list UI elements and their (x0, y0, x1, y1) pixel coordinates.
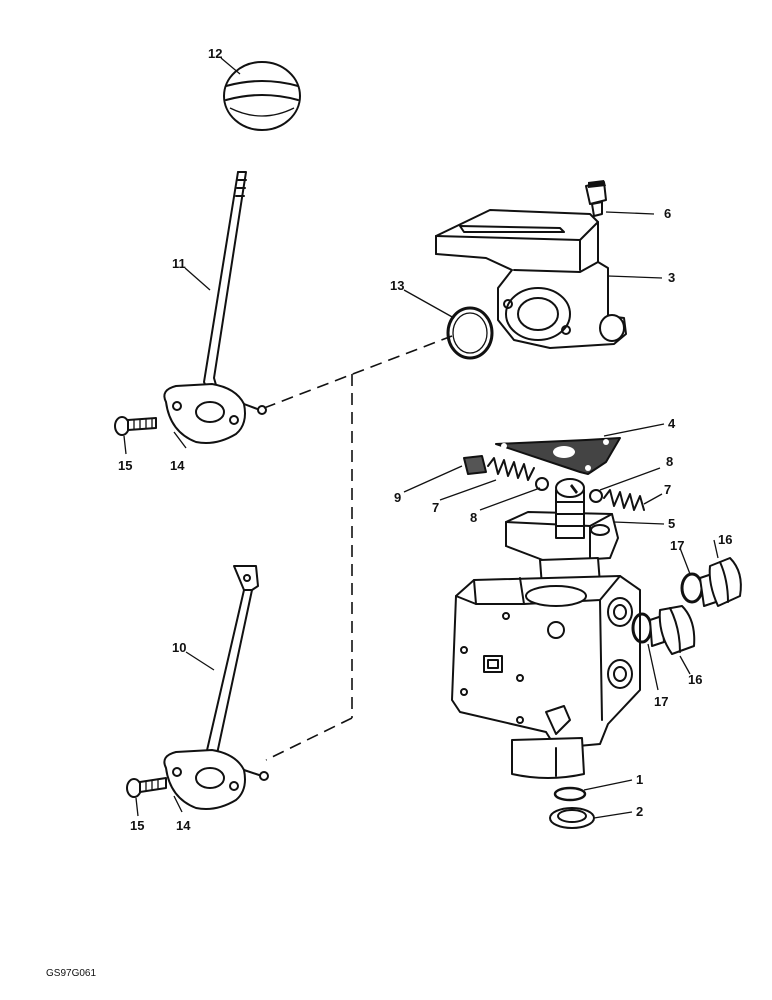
callout-8-left: 8 (470, 510, 477, 525)
valve-body (451, 557, 641, 779)
lever-part-11 (203, 171, 247, 397)
lever-part-10 (201, 565, 259, 773)
callout-12: 12 (208, 46, 222, 61)
o-ring-part-1 (553, 786, 587, 802)
callout-14-upper: 14 (170, 458, 185, 473)
callout-15-lower: 15 (130, 818, 144, 833)
housing-part-3 (435, 209, 627, 349)
screw-part-15-lower (126, 777, 167, 798)
ball-part-8-right (589, 489, 603, 503)
ball-part-8-left (535, 477, 549, 491)
detent-plate-part-5 (505, 478, 619, 563)
o-ring-part-17-upper (680, 572, 704, 604)
bracket-part-14-lower (163, 749, 269, 810)
callout-7-right: 7 (664, 482, 671, 497)
callout-15-upper: 15 (118, 458, 132, 473)
set-screw-part-9 (463, 455, 487, 475)
callout-9: 9 (394, 490, 401, 505)
spring-part-7-right (603, 489, 645, 511)
callout-1: 1 (636, 772, 643, 787)
seal-part-2 (549, 807, 595, 829)
callout-13: 13 (390, 278, 404, 293)
knob-part-12 (223, 61, 301, 131)
callout-4: 4 (668, 416, 676, 431)
callout-3: 3 (668, 270, 675, 285)
gasket-part-4 (495, 437, 621, 475)
callout-16-lower: 16 (688, 672, 702, 687)
screw-part-15-upper (114, 416, 157, 436)
callout-7-left: 7 (432, 500, 439, 515)
callout-10: 10 (172, 640, 186, 655)
reference-code: GS97G061 (46, 968, 96, 979)
bracket-part-14-upper (163, 383, 267, 444)
callout-labels: 12 11 6 3 13 15 14 4 8 9 7 7 8 5 16 17 1… (118, 46, 732, 833)
plug-part-16-upper (699, 557, 742, 607)
spring-part-7-left (487, 457, 535, 481)
callout-16-upper: 16 (718, 532, 732, 547)
callout-2: 2 (636, 804, 643, 819)
callout-14-lower: 14 (176, 818, 191, 833)
cap-screw-part-6 (585, 180, 607, 217)
callout-11: 11 (172, 256, 186, 271)
callout-8-right: 8 (666, 454, 673, 469)
alignment-dashes (263, 335, 453, 761)
callout-17-upper: 17 (670, 538, 684, 553)
callout-6: 6 (664, 206, 671, 221)
leader-lines (123, 57, 719, 819)
callout-5: 5 (668, 516, 675, 531)
callout-17-lower: 17 (654, 694, 668, 709)
plug-part-16-lower (649, 605, 696, 655)
o-ring-part-13 (446, 306, 494, 360)
